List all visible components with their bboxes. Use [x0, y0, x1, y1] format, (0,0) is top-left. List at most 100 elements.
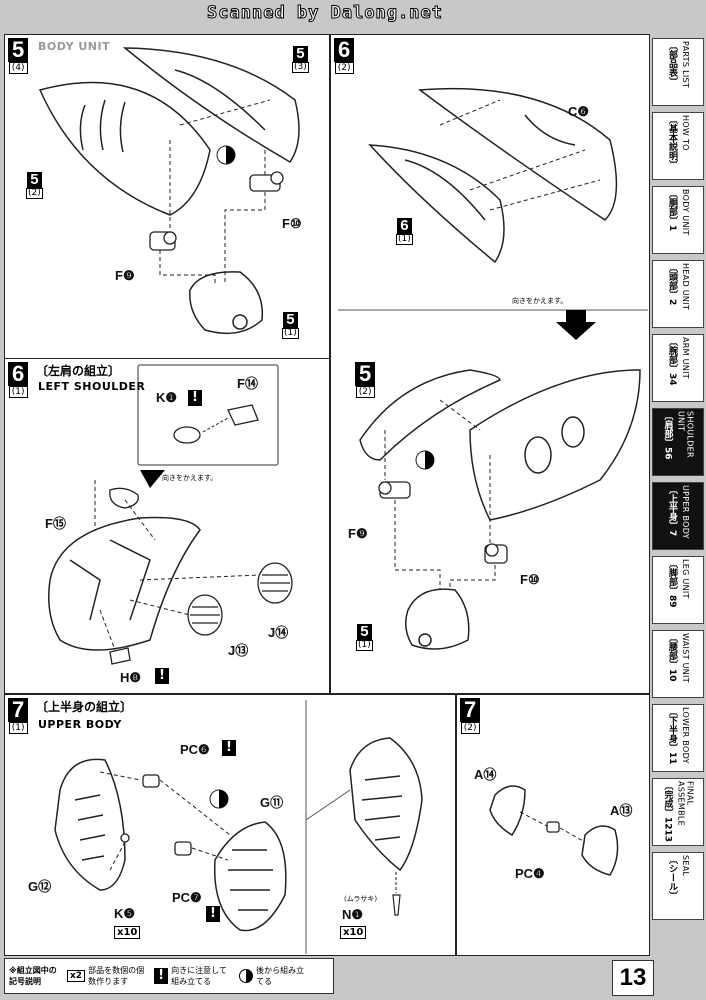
chapter-tab-en: UPPER BODY — [681, 485, 690, 539]
label-f9: F❾ — [115, 268, 135, 283]
label-c6: C❻ — [568, 104, 590, 119]
qty-x10-k5: x10 — [114, 926, 141, 939]
ref-6-1: 6(1) — [396, 217, 413, 245]
label-f10-right: F⑩ — [520, 572, 540, 587]
torso-frame-g12 — [54, 758, 126, 891]
label-pch: PC❼ — [172, 890, 202, 905]
part-j13 — [187, 594, 223, 636]
chapter-tab-en: FINAL ASSEMBLE — [676, 781, 695, 826]
label-h8: H❽ — [120, 670, 142, 685]
shoulder-shell-inner — [122, 47, 300, 163]
legend-item-caution: !向きに注意して組み立てる — [154, 965, 233, 987]
chapter-tab-jp: 〔基本説明〕 — [667, 115, 677, 169]
chapter-tab: 〔下半身〕11 LOWER BODY — [652, 704, 704, 772]
chapter-tab: 〔シール〕 SEAL — [652, 852, 704, 920]
chapter-tab-jp: 〔頭部〕2 — [667, 263, 677, 306]
chapter-tab-en: LOWER BODY — [681, 707, 690, 764]
label-g12: G⑫ — [28, 879, 52, 894]
step-7-badge: 7 (1) — [8, 698, 29, 734]
note-murasaki: (ムラサキ) — [344, 895, 378, 903]
torso-frame-g11 — [213, 821, 287, 932]
ref-5-1: 5(1) — [282, 311, 299, 339]
part-f14 — [227, 404, 259, 426]
legend-title: ※組立図中の記号説明 — [9, 966, 57, 986]
label-a13: A⑬ — [610, 803, 633, 818]
step-6-jp-title: 〔左肩の組立〕 — [36, 364, 121, 378]
label-f14: F⑭ — [237, 376, 258, 391]
joint-part-f10 — [249, 171, 284, 192]
joint-part-f9-right — [378, 481, 411, 499]
label-f9-right: F❾ — [348, 526, 368, 541]
chapter-tab: 〔胴部〕1 BODY UNIT — [652, 186, 704, 254]
ref-5-3: 5(3) — [292, 45, 309, 73]
chapter-tab-jp: 〔完成〕1213 — [662, 781, 673, 843]
part-n1 — [392, 894, 401, 916]
chapter-tab-jp: 〔脚部〕89 — [667, 559, 677, 608]
chapter-tab-jp: 〔胴部〕1 — [667, 189, 677, 232]
left-shoulder-armor — [48, 516, 201, 651]
shield-inner — [368, 144, 505, 264]
detail-inset — [137, 364, 279, 466]
part-small-bracket — [109, 487, 139, 509]
label-g11: G⑪ — [260, 795, 284, 810]
step-5-right-badge: 5 (2) — [355, 362, 376, 398]
shield-half-right — [469, 369, 641, 521]
label-f10: F⑩ — [282, 216, 302, 231]
chapter-tab-en: LEG UNIT — [681, 559, 690, 599]
part-j14 — [257, 562, 293, 604]
ref-5-1-right: 5(1) — [356, 623, 373, 651]
chapter-tab-en: BODY UNIT — [681, 189, 690, 236]
step-5-top-badge: 5 (4) — [8, 38, 29, 74]
shoulder-core-block — [189, 271, 264, 335]
chapter-tab: 〔基本説明〕HOW TO — [652, 112, 704, 180]
polycap-pcf — [142, 774, 160, 788]
caution-icon-pcf: ! — [222, 740, 236, 756]
chapter-tab-en: HEAD UNIT — [681, 263, 690, 311]
label-k5: K❺ — [114, 906, 136, 921]
part-a13 — [581, 825, 619, 876]
torso-side-frame — [349, 737, 423, 872]
chapter-tab-en: SHOULDER UNIT — [676, 411, 695, 458]
step-7-jp-title: 〔上半身の組立〕 — [36, 700, 133, 714]
shoulder-shell-outer — [38, 81, 211, 216]
chapter-tab: 〔頭部〕2 HEAD UNIT — [652, 260, 704, 328]
half-circle-icon — [239, 969, 254, 983]
polycap-pch — [174, 841, 192, 856]
chapter-tab-jp: 〔下半身〕11 — [667, 707, 677, 765]
chapter-tab: 〔上半身〕7 UPPER BODY — [652, 482, 704, 550]
label-pca: PC❹ — [515, 866, 545, 881]
step-7-en-title: UPPER BODY — [38, 718, 122, 731]
legend-item-later: 後から組み立てる — [239, 965, 308, 987]
caution-icon: ! — [154, 968, 169, 984]
chapter-tab-jp: 〔上半身〕7 — [667, 485, 677, 537]
shield-half-left — [359, 369, 501, 461]
chapter-tab-jp: 〔腰部〕10 — [667, 633, 677, 682]
caution-icon-k1: ! — [188, 390, 202, 406]
turn-note-2: 向きをかえます。 — [512, 297, 568, 305]
label-n1: N❶ — [342, 907, 364, 922]
chapter-tab-en: SEAL — [681, 855, 690, 877]
part-a14 — [489, 785, 526, 837]
part-k5 — [120, 833, 130, 843]
chapter-tab: 〔脚部〕89 LEG UNIT — [652, 556, 704, 624]
ref-5-2: 5(2) — [26, 171, 43, 199]
caution-icon-pch: ! — [206, 906, 220, 922]
label-j13: J⑬ — [228, 643, 249, 658]
body-unit-watermark: BODY UNIT — [38, 40, 111, 53]
step-6-left-badge: 6 (1) — [8, 362, 29, 398]
chapter-tab-jp: 〔シール〕 — [667, 855, 677, 900]
step-6-right-badge: 6 (2) — [334, 38, 355, 74]
turn-note-1: 向きをかえます。 — [162, 474, 218, 482]
page-number: 13 — [612, 960, 654, 996]
turn-arrow — [556, 310, 596, 340]
chapter-tab-jp: 〔部品表〕 — [667, 41, 677, 86]
polycap-pca — [546, 821, 560, 833]
